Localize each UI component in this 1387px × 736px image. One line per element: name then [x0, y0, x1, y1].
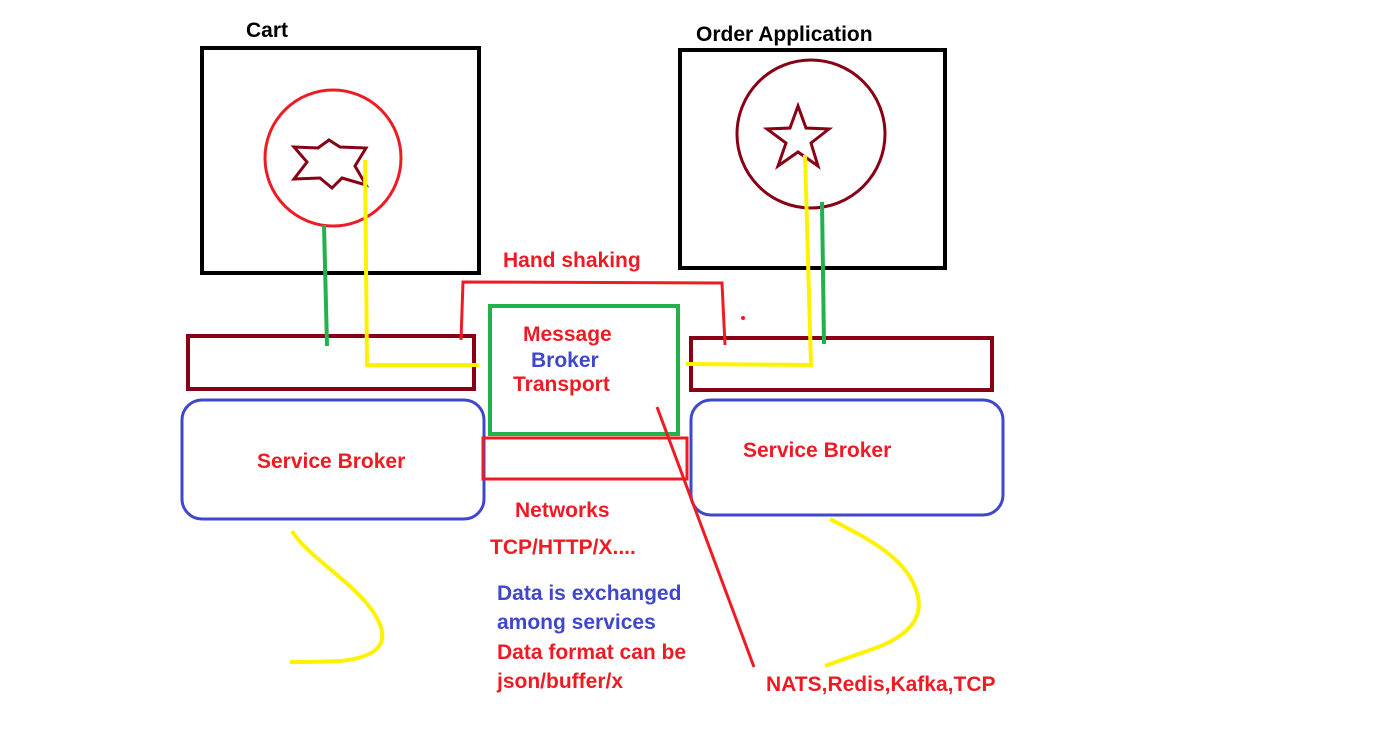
cart-app-box	[200, 46, 481, 275]
hand-shaking-label: Hand shaking	[503, 249, 641, 272]
cart-service-circle	[263, 88, 403, 228]
order-green-connector	[820, 201, 826, 345]
order-app-box	[678, 48, 947, 270]
order-yellow-connector	[685, 154, 814, 368]
data-exchanged-line2: among services	[497, 611, 656, 634]
data-format-line2: json/buffer/x	[497, 670, 624, 693]
message-label: Message	[523, 323, 612, 346]
cart-green-connector	[322, 224, 329, 347]
message-broker-box	[488, 304, 680, 436]
protocols-label: TCP/HTTP/X....	[490, 536, 636, 559]
order-yellow-squiggle	[824, 517, 921, 668]
six-point-star-icon	[290, 138, 370, 191]
transports-list-label: NATS,Redis,Kafka,TCP	[766, 673, 996, 696]
data-format-line1: Data format can be	[497, 641, 687, 664]
transport-label: Transport	[513, 373, 610, 396]
cart-title: Cart	[246, 19, 289, 42]
cart-yellow-squiggle	[289, 529, 385, 664]
order-application-title: Order Application	[696, 23, 873, 46]
broker-label: Broker	[531, 349, 599, 372]
five-point-star-icon	[762, 101, 834, 170]
handshake-line	[459, 280, 727, 346]
data-exchanged-line1: Data is exchanged	[497, 582, 682, 605]
order-service-broker-box	[689, 398, 1005, 517]
network-bar	[481, 436, 689, 481]
red-dot	[741, 316, 745, 320]
cart-transporter-bar	[186, 334, 476, 391]
cart-yellow-connector	[363, 159, 479, 367]
service-broker-left-label: Service Broker	[257, 450, 406, 473]
order-service-circle	[735, 58, 887, 210]
networks-label: Networks	[515, 499, 610, 522]
service-broker-right-label: Service Broker	[743, 439, 892, 462]
transport-pointer-line	[655, 406, 756, 668]
